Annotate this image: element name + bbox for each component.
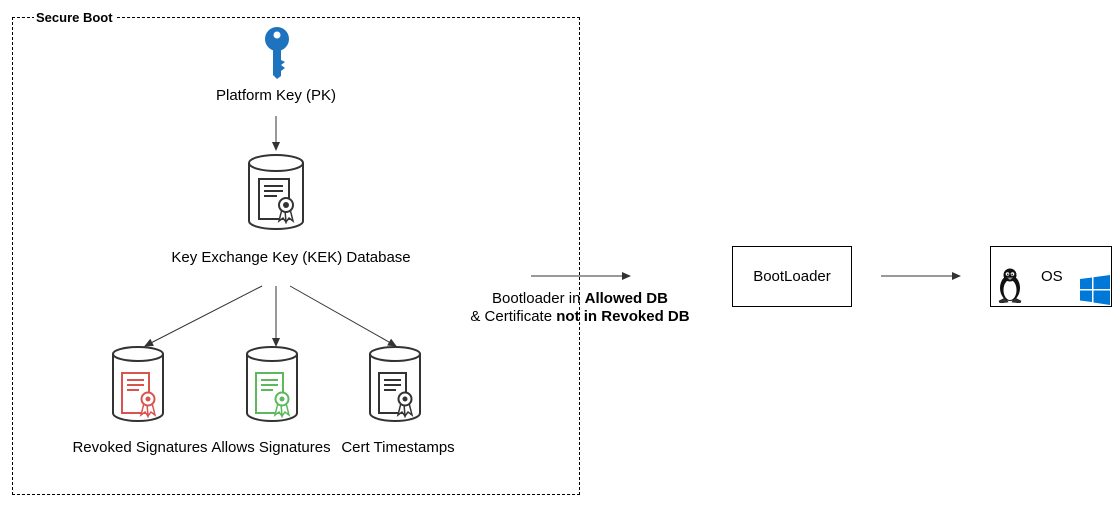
group-title: Secure Boot bbox=[34, 10, 115, 26]
bootloader-node: BootLoader bbox=[732, 246, 852, 307]
platform-key-label: Platform Key (PK) bbox=[215, 87, 337, 104]
kek-database-icon bbox=[247, 153, 305, 231]
revoked-signatures-label: Revoked Signatures bbox=[72, 439, 208, 456]
kek-label: Key Exchange Key (KEK) Database bbox=[171, 249, 411, 266]
os-label: OS bbox=[1041, 268, 1063, 285]
windows-logo-icon bbox=[1080, 275, 1110, 305]
bootloader-label: BootLoader bbox=[753, 267, 831, 285]
kek-to-revoked-arrow bbox=[144, 285, 263, 347]
timestamps-db-icon bbox=[368, 345, 422, 423]
key-icon bbox=[262, 26, 292, 80]
condition-label: Bootloader in Allowed DB & Certificate n… bbox=[455, 290, 705, 326]
condition-line-1: Bootloader in Allowed DB bbox=[492, 290, 668, 307]
cert-timestamps-label: Cert Timestamps bbox=[341, 439, 455, 456]
linux-tux-icon bbox=[997, 267, 1023, 304]
secure-boot-group bbox=[12, 17, 580, 495]
kek-to-timestamps-arrow bbox=[289, 285, 397, 347]
revoked-db-icon bbox=[111, 345, 165, 423]
os-node: OS bbox=[990, 246, 1112, 307]
allows-signatures-label: Allows Signatures bbox=[211, 439, 331, 456]
allows-db-icon bbox=[245, 345, 299, 423]
condition-line-2: & Certificate not in Revoked DB bbox=[470, 308, 690, 325]
